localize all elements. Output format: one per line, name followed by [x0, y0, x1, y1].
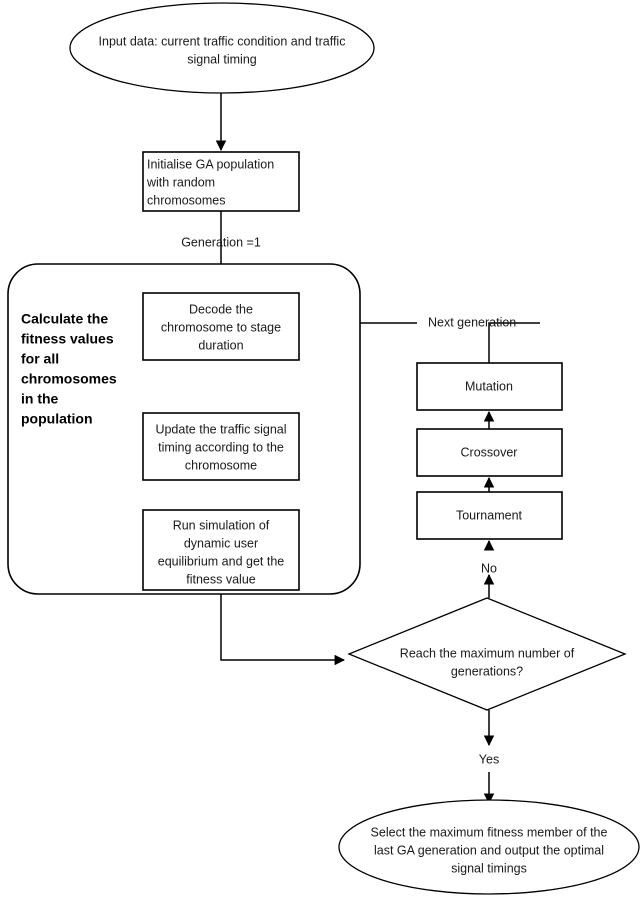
- output-terminal-line-1: Select the maximum fitness member of the: [371, 825, 608, 839]
- fitness-group-label-line-2: fitness values: [21, 331, 114, 347]
- run-simulation-line-1: Run simulation of: [173, 518, 270, 532]
- update-timing-line-2: timing according to the: [158, 440, 284, 454]
- update-timing-line-1: Update the traffic signal: [155, 422, 286, 436]
- output-terminal-line-3: signal timings: [451, 861, 527, 875]
- fitness-group-label-line-4: chromosomes: [21, 371, 117, 387]
- decode-line-1: Decode the: [189, 302, 253, 316]
- decision-diamond-shape: [347, 597, 627, 711]
- initialise-line-2: with random: [146, 175, 215, 189]
- no-label: No: [481, 561, 497, 575]
- decision-line-2: generations?: [451, 664, 523, 678]
- fitness-group-label-line-3: for all: [21, 351, 59, 367]
- fitness-group-label-line-6: population: [21, 411, 93, 427]
- fitness-group-label-line-1: Calculate the: [21, 311, 108, 327]
- decision-line-1: Reach the maximum number of: [400, 646, 575, 660]
- tournament-label: Tournament: [456, 508, 523, 522]
- mutation-label: Mutation: [465, 379, 513, 393]
- update-timing-line-3: chromosome: [185, 458, 257, 472]
- edge-mutation-to-decode: [488, 322, 540, 363]
- decode-box-shape: [142, 292, 300, 361]
- run-simulation-line-3: equilibrium and get the: [158, 554, 285, 568]
- next-generation-label: Next generation: [428, 315, 516, 329]
- yes-label: Yes: [479, 752, 499, 766]
- input-terminal-line-2: signal timing: [187, 52, 257, 66]
- mutation-box-shape: [416, 362, 563, 411]
- run-simulation-line-4: fitness value: [186, 572, 256, 586]
- run-simulation-box-shape: [142, 509, 300, 591]
- input-terminal-line-1: Input data: current traffic condition an…: [99, 34, 346, 48]
- tournament-box-shape: [416, 491, 563, 540]
- decode-line-3: duration: [198, 338, 243, 352]
- crossover-box-shape: [416, 428, 563, 477]
- decode-line-2: chromosome to stage: [161, 320, 281, 334]
- fitness-group-label-line-5: in the: [21, 391, 59, 407]
- input-terminal-shape: [69, 2, 375, 94]
- output-terminal-shape: [338, 799, 640, 895]
- run-simulation-line-2: dynamic user: [184, 536, 258, 550]
- generation-one-label: Generation =1: [181, 235, 261, 249]
- update-timing-box-shape: [142, 412, 300, 481]
- crossover-label: Crossover: [461, 445, 518, 459]
- initialise-line-3: chromosomes: [147, 193, 226, 207]
- initialise-line-1: Initialise GA population: [147, 157, 274, 171]
- initialise-box-shape: [142, 151, 300, 212]
- edge-simulation-to-decision: [220, 590, 346, 666]
- output-terminal-line-2: last GA generation and output the optima…: [374, 843, 604, 857]
